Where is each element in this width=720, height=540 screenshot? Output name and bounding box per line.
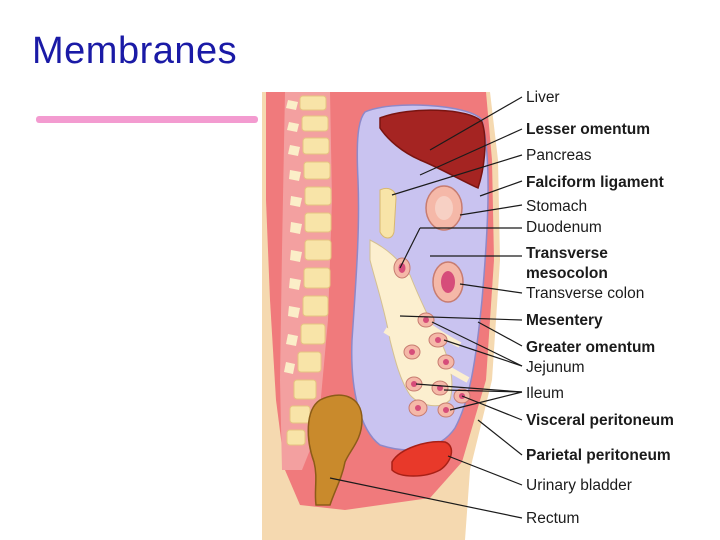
- abdominal-cross-section-diagram: Liver Lesser omentum Pancreas Falciform …: [258, 86, 720, 540]
- vertebral-column: [280, 92, 332, 470]
- label-mesocolon-line2: mesocolon: [526, 265, 608, 282]
- pancreas: [379, 187, 397, 239]
- label-duodenum: Duodenum: [526, 219, 602, 236]
- label-mesentery: Mesentery: [526, 312, 603, 329]
- slide-title: Membranes: [32, 30, 238, 72]
- label-rectum: Rectum: [526, 510, 579, 527]
- label-transverse-line1: Transverse: [526, 245, 608, 262]
- label-falciform-ligament: Falciform ligament: [526, 174, 664, 191]
- label-urinary-bladder: Urinary bladder: [526, 477, 632, 494]
- label-liver: Liver: [526, 89, 560, 106]
- title-underline: [36, 116, 258, 123]
- label-pancreas: Pancreas: [526, 147, 592, 164]
- leader-lines: [329, 96, 523, 519]
- label-ileum: Ileum: [526, 385, 564, 402]
- mesentery-membrane: [369, 239, 453, 407]
- label-greater-omentum: Greater omentum: [526, 339, 655, 356]
- label-lesser-omentum: Lesser omentum: [526, 121, 650, 138]
- label-visceral-peritoneum: Visceral peritoneum: [526, 412, 674, 429]
- stomach: [425, 185, 463, 231]
- transverse-colon: [432, 261, 464, 303]
- duodenum: [393, 257, 411, 279]
- label-stomach: Stomach: [526, 198, 587, 215]
- label-transverse-colon: Transverse colon: [526, 285, 644, 302]
- label-jejunum: Jejunum: [526, 359, 585, 376]
- labels: Liver Lesser omentum Pancreas Falciform …: [526, 89, 674, 527]
- label-parietal-peritoneum: Parietal peritoneum: [526, 447, 671, 464]
- rectum: [307, 394, 363, 506]
